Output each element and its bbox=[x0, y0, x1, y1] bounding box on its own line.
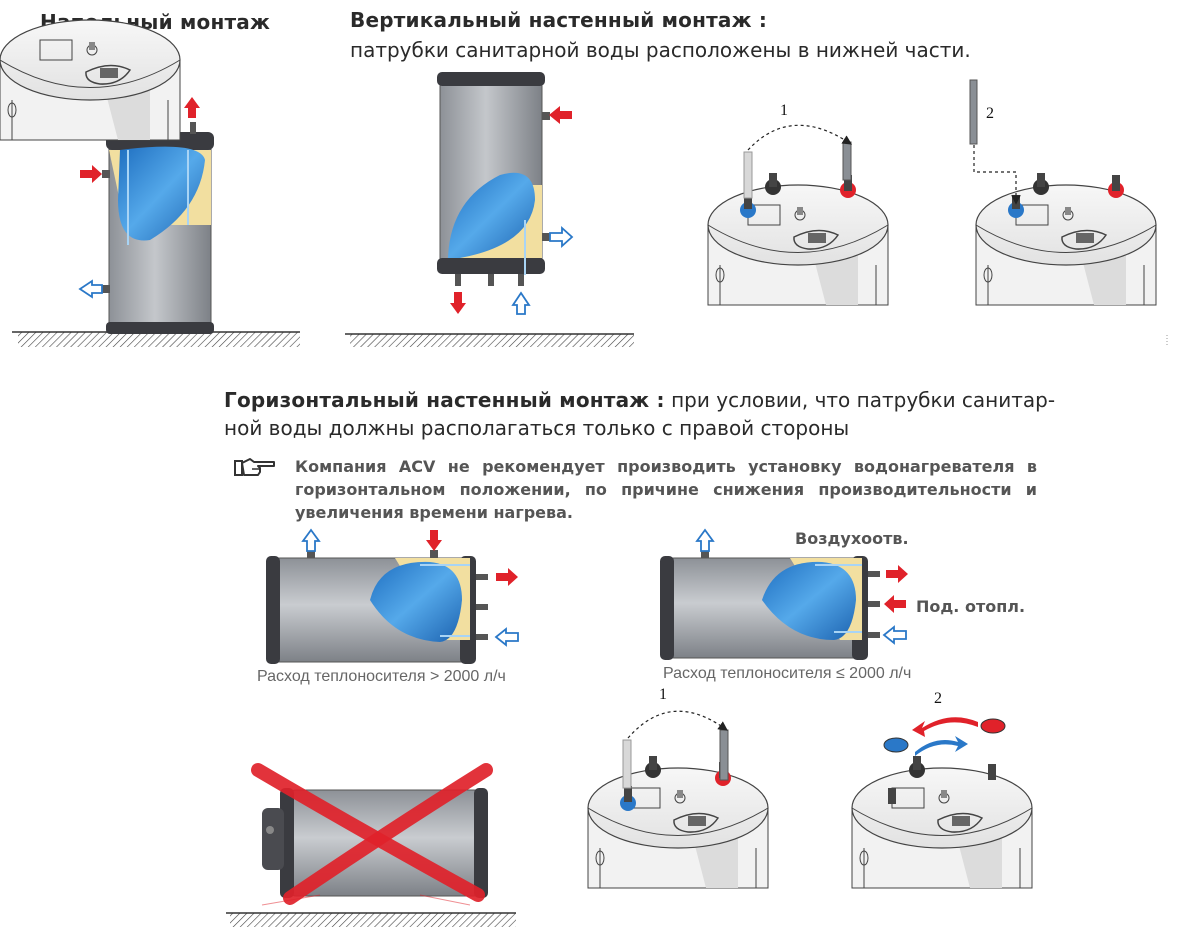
heating-in-arrow bbox=[80, 165, 102, 183]
hot-out-arrow bbox=[184, 97, 200, 118]
tank-top-step-1-a bbox=[707, 173, 889, 306]
crossed-out-tank-drawing bbox=[226, 763, 516, 927]
horizontal-left-hot-out-arrow bbox=[496, 568, 518, 586]
vertical-mount-subtitle: патрубки санитарной воды расположены в н… bbox=[350, 38, 971, 62]
caption-flow-low: Расход теплоносителя ≤ 2000 л/ч bbox=[663, 665, 912, 682]
label-air-vent: Воздухоотв. bbox=[795, 529, 909, 548]
pointing-hand-icon bbox=[234, 458, 275, 476]
horizontal-tank-drawing-high-flow bbox=[266, 550, 488, 664]
horizontal-mount-text-2: ной воды должны располагаться только с п… bbox=[224, 416, 850, 440]
tank-top-step-2-a bbox=[975, 173, 1157, 306]
horizontal-left-vent-arrow bbox=[301, 528, 321, 552]
vertical-hot-out-arrow bbox=[450, 292, 466, 314]
tank-top-step-1-b bbox=[587, 756, 769, 889]
step-number-2-bottom: 2 bbox=[934, 690, 942, 707]
horizontal-mount-text-1: при условии, что патрубки санитар- bbox=[664, 388, 1056, 412]
vertical-cold-in-arrow bbox=[511, 291, 531, 315]
step-number-1-bottom: 1 bbox=[659, 686, 667, 703]
caption-flow-high: Расход теплоносителя > 2000 л/ч bbox=[257, 668, 506, 685]
horizontal-mount-bold: Горизонтальный настенный монтаж : bbox=[224, 388, 665, 412]
horizontal-right-hot-out-arrow bbox=[886, 565, 908, 583]
step-number-2-top: 2 bbox=[986, 105, 994, 122]
label-heating-supply: Под. отопл. bbox=[916, 597, 1026, 616]
warning-note: Компания ACV не рекомендует производить … bbox=[295, 457, 1037, 522]
tank-top-step-2-b bbox=[851, 756, 1033, 889]
floor-mount-title: Напольный монтаж bbox=[40, 10, 271, 34]
floor-tank-drawing bbox=[12, 122, 300, 347]
vertical-heating-out-arrow bbox=[549, 225, 574, 249]
vertical-mount-title: Вертикальный настенный монтаж : bbox=[350, 8, 768, 32]
step-number-1-top: 1 bbox=[780, 102, 788, 119]
horizontal-left-cold-in-arrow bbox=[494, 627, 519, 647]
horizontal-mount-title: Горизонтальный настенный монтаж : при ус… bbox=[224, 386, 1055, 442]
vertical-tank-drawing bbox=[345, 72, 634, 347]
heating-out-arrow bbox=[78, 279, 103, 299]
vertical-heating-in-arrow bbox=[549, 106, 572, 124]
cold-in-arrow bbox=[115, 98, 135, 120]
horizontal-tank-drawing-low-flow bbox=[660, 550, 880, 660]
horizontal-right-vent-arrow bbox=[695, 528, 715, 552]
horizontal-left-heating-in-arrow bbox=[426, 530, 442, 551]
horizontal-right-cold-in-arrow bbox=[882, 625, 907, 645]
horizontal-right-heating-in-arrow bbox=[884, 595, 906, 613]
